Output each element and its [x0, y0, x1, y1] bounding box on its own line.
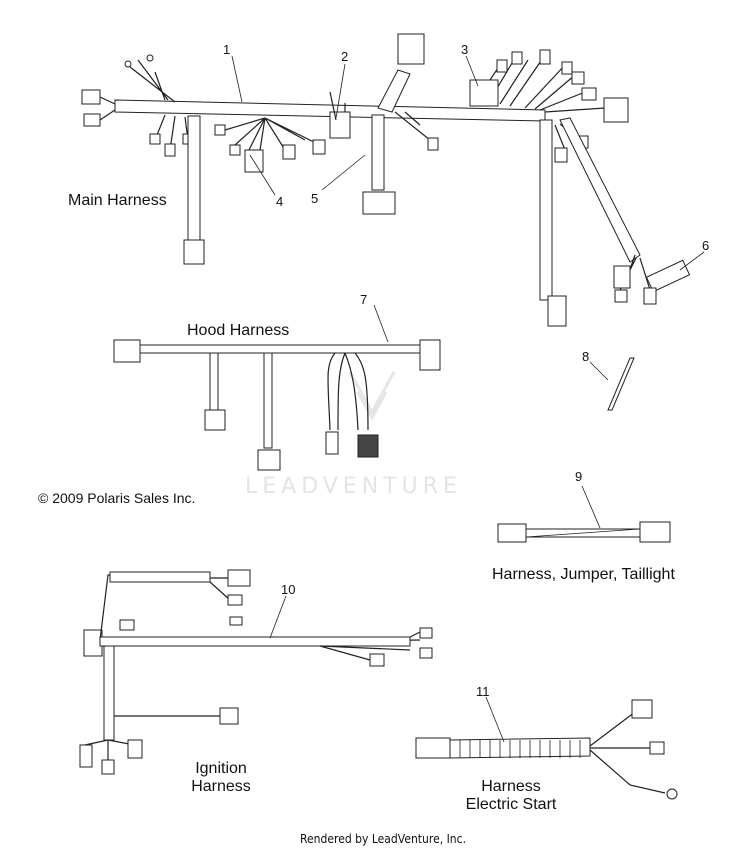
callout-3: 3 [461, 42, 469, 57]
callout-1: 1 [223, 42, 231, 57]
electric-start-line1: Harness [481, 778, 541, 795]
callout-9: 9 [575, 469, 583, 484]
ignition-harness [79, 569, 433, 775]
callout-4: 4 [276, 194, 284, 209]
main-harness-label: Main Harness [68, 192, 167, 209]
main-harness [81, 33, 705, 327]
ignition-harness-line1: Ignition [195, 760, 247, 777]
taillight-jumper [497, 485, 671, 543]
electric-start-label: Harness Electric Start [456, 778, 566, 814]
electric-start-line2: Electric Start [465, 796, 557, 813]
watermark-logo [348, 371, 396, 422]
hood-harness-label: Hood Harness [187, 322, 290, 339]
callout-6: 6 [702, 238, 710, 253]
ignition-harness-label: Ignition Harness [186, 760, 256, 796]
callout-8: 8 [582, 349, 590, 364]
ignition-harness-line2: Harness [191, 778, 251, 795]
callout-2: 2 [341, 49, 349, 64]
jumper-taillight-label: Harness, Jumper, Taillight [492, 566, 675, 583]
footer-credit: Rendered by LeadVenture, Inc. [300, 832, 467, 846]
callout-5: 5 [311, 191, 319, 206]
watermark-text: LEADVENTURE [245, 474, 462, 499]
copyright-text: © 2009 Polaris Sales Inc. [38, 490, 196, 506]
cable-tie [589, 357, 635, 411]
callout-7: 7 [360, 292, 368, 307]
hood-harness [113, 304, 441, 471]
callout-11: 11 [476, 684, 490, 699]
callout-10: 10 [281, 582, 296, 597]
electric-start-harness [415, 696, 678, 800]
